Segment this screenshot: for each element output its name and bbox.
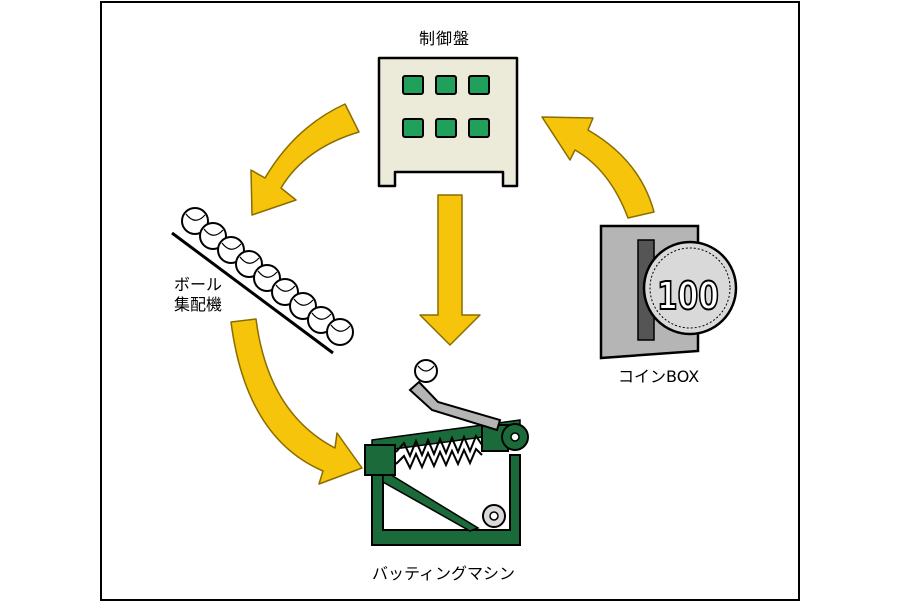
arrow-coin-to-panel (541, 116, 655, 219)
control-panel-buttons (402, 75, 490, 138)
coin-value: 100 (657, 274, 719, 319)
feeder-balls (181, 207, 354, 346)
ball-feeder-label-line2: 集配機 (174, 295, 223, 314)
ball-feeder-label-line1: ボール (174, 275, 223, 294)
batting-machine (364, 359, 529, 546)
coin-box-label: コインBOX (618, 367, 700, 386)
control-panel (377, 56, 519, 188)
control-panel-label: 制御盤 (419, 29, 471, 48)
arrow-panel-to-machine (419, 194, 481, 346)
coin-box (599, 224, 738, 360)
arrow-feeder-to-machine (230, 318, 363, 485)
ball-feeder (171, 207, 354, 355)
batting-machine-label: バッティングマシン (372, 564, 516, 583)
arrow-panel-to-feeder (250, 103, 360, 216)
coin-100-yen (642, 240, 738, 336)
ball-feeder-label: ボール 集配機 (174, 275, 222, 315)
